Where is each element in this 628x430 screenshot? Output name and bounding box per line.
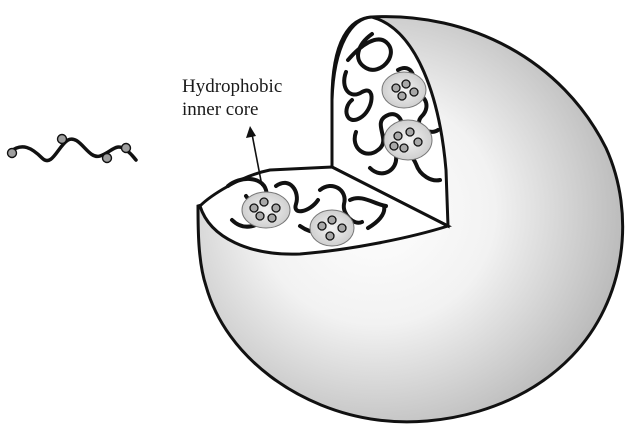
hydrophobic-core-cluster [242,192,290,228]
hydrophobic-core-cluster [382,72,426,108]
annotation-label-line2: inner core [182,99,258,121]
hydrophobic-bead [122,144,131,153]
hydrophobic-bead [103,154,112,163]
hydrophobic-core-cluster [310,210,354,246]
free-polymer-chain [8,135,137,163]
annotation-label-line1: Hydrophobic [182,76,282,98]
hydrophobic-bead [58,135,67,144]
hydrophobic-bead [8,149,17,158]
hydrophobic-core-cluster [384,120,432,160]
